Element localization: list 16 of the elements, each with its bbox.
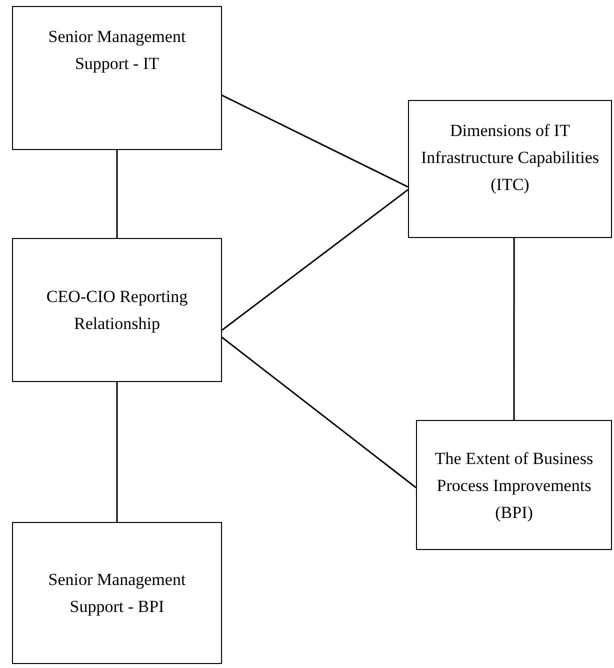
box-label: The Extent of Business Process Improvements (BPI): [434, 448, 594, 524]
connector-line: [222, 94, 408, 188]
connector-line: [222, 189, 408, 331]
box-label: CEO-CIO Reporting Relationship: [45, 286, 189, 335]
concept-box: [12, 522, 222, 664]
connector-line: [116, 382, 118, 522]
concept-box: [12, 6, 222, 150]
connector-line: [116, 150, 118, 238]
box-label: Senior Management Support - BPI: [47, 569, 187, 618]
connector-line: [513, 238, 515, 420]
box-label: Dimensions of IT Infrastructure Capabilities (ITC): [420, 120, 600, 196]
concept-box: [12, 238, 222, 382]
concept-box: [408, 100, 612, 238]
box-label: Senior Management Support - IT: [47, 26, 187, 75]
concept-box: [416, 420, 612, 550]
connector-line: [222, 336, 416, 488]
